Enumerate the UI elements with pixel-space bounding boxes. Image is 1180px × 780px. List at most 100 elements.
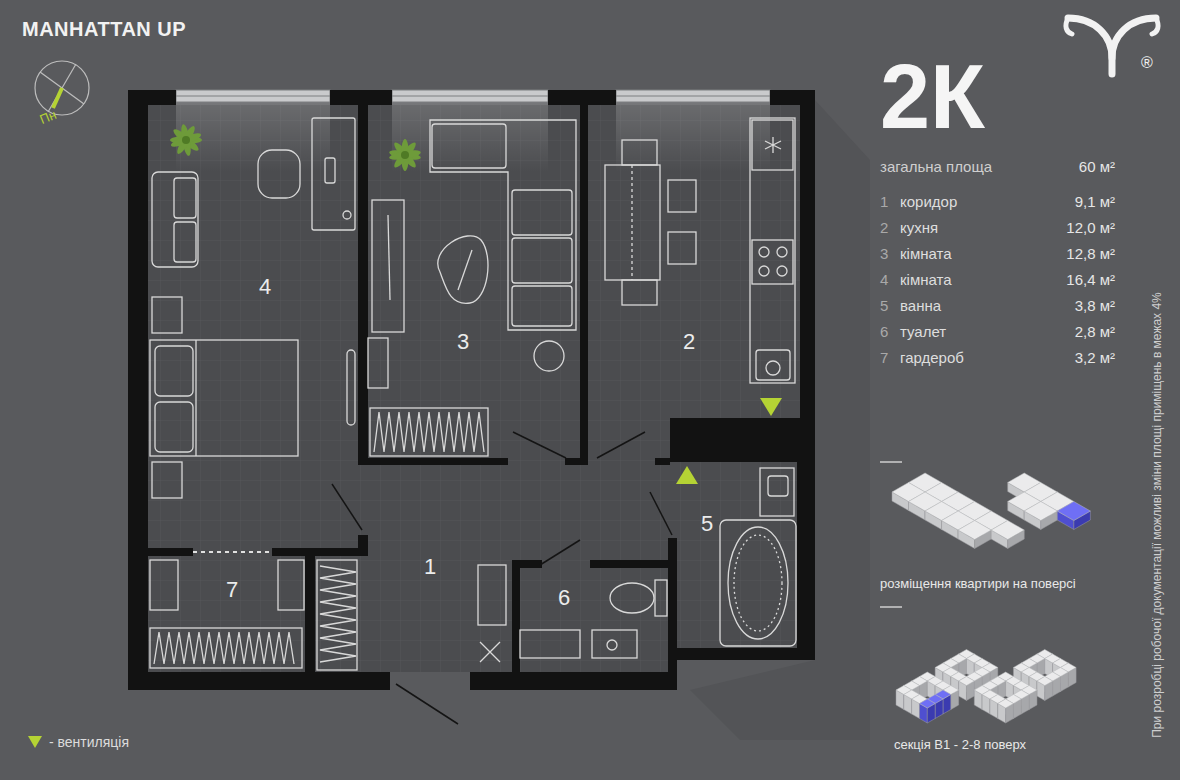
area-table-cell: 9,1 м² — [1075, 193, 1115, 210]
furniture — [174, 222, 196, 262]
legend-entry: - вентиляція — [27, 734, 129, 750]
window-glow — [176, 102, 770, 172]
title: MANHATTAN UP — [22, 18, 186, 41]
furniture — [766, 361, 780, 375]
furniture — [152, 297, 182, 333]
furniture — [655, 580, 667, 616]
furniture — [258, 150, 300, 198]
wall — [470, 672, 677, 690]
section-location-thumbnail — [998, 699, 1014, 708]
furniture — [777, 247, 787, 257]
furniture — [759, 266, 769, 276]
door-swing — [597, 432, 645, 458]
window — [616, 96, 770, 97]
area-table-cell: кухня — [900, 219, 938, 236]
section-location-thumbnail — [959, 677, 975, 686]
plant — [389, 139, 422, 171]
area-table-cell: 12,8 м² — [1066, 245, 1115, 262]
room-area: 5 — [695, 509, 719, 539]
room-number: 5 — [701, 512, 713, 536]
plant — [170, 124, 203, 157]
furniture — [278, 560, 304, 610]
brand-logo — [1068, 18, 1112, 74]
floor-location-thumbnail — [991, 521, 1024, 540]
area-table-cell: кімната — [900, 271, 952, 288]
room-area: 7 — [220, 575, 244, 605]
floor-location-thumbnail — [892, 473, 1090, 549]
furniture — [312, 118, 355, 230]
furniture — [605, 165, 660, 280]
door-swing — [513, 432, 566, 458]
furniture — [668, 232, 696, 264]
compass — [35, 61, 89, 115]
wall — [272, 548, 360, 556]
wall — [368, 458, 508, 465]
legend-swatch — [27, 735, 43, 749]
area-table-cell: 2 — [880, 219, 888, 236]
section-location-thumbnail — [896, 650, 1076, 724]
furniture — [760, 468, 794, 516]
area-table-cell: 3,8 м² — [1075, 297, 1115, 314]
wall — [358, 105, 368, 465]
area-table-cell: 5 — [880, 297, 888, 314]
room-number: 3 — [457, 330, 469, 354]
room-area: 2 — [677, 327, 701, 357]
total-area: загальна площа — [880, 158, 992, 175]
area-table-cell: 16,4 м² — [1066, 271, 1115, 288]
furniture — [432, 124, 506, 168]
furniture — [534, 341, 564, 371]
area-table-cell: 7 — [880, 349, 888, 366]
section-location-thumbnail — [919, 699, 935, 708]
furniture — [734, 535, 782, 631]
area-table-cell: ванна — [900, 297, 941, 314]
furniture — [777, 266, 787, 276]
ventilation-mark — [676, 398, 782, 484]
furniture — [320, 566, 356, 662]
furniture — [152, 462, 182, 498]
wall — [655, 458, 670, 465]
furniture — [610, 583, 654, 613]
wall — [670, 418, 815, 462]
legend-text: - вентиляція — [49, 734, 129, 750]
furniture — [374, 412, 484, 452]
furniture — [150, 628, 302, 668]
furniture — [720, 520, 796, 646]
furniture — [512, 286, 572, 326]
window-glow — [392, 102, 548, 172]
furniture — [155, 346, 193, 396]
window-glow — [616, 102, 770, 172]
room-area: 3 — [451, 327, 475, 357]
furniture — [438, 236, 488, 303]
area-table-cell: коридор — [900, 193, 957, 210]
furniture — [372, 200, 404, 332]
plant — [401, 151, 409, 159]
furniture — [592, 630, 637, 658]
area-table-cell: 3,2 м² — [1075, 349, 1115, 366]
window — [176, 90, 770, 102]
separator — [880, 461, 902, 463]
furniture — [174, 178, 196, 218]
disclaimer-note: При розробці робочої документації можлив… — [1151, 292, 1165, 738]
brand-logo — [1066, 18, 1072, 34]
area-table-cell: гардероб — [900, 349, 964, 366]
plant — [401, 139, 409, 171]
window — [392, 96, 548, 97]
furniture — [512, 190, 572, 235]
compass — [48, 64, 76, 112]
wall — [128, 672, 390, 690]
brand-logo — [1152, 18, 1158, 34]
thumbnail-caption: секція В1 - 2-8 поверх — [894, 738, 1026, 753]
furniture — [512, 238, 572, 283]
furniture — [759, 247, 769, 257]
wall — [512, 560, 520, 672]
brand-logo — [1066, 18, 1158, 74]
wall — [128, 90, 815, 690]
section-location-thumbnail — [1037, 677, 1053, 686]
furniture — [388, 215, 390, 300]
wall — [330, 90, 392, 105]
wall — [128, 90, 148, 690]
furniture — [752, 120, 793, 170]
